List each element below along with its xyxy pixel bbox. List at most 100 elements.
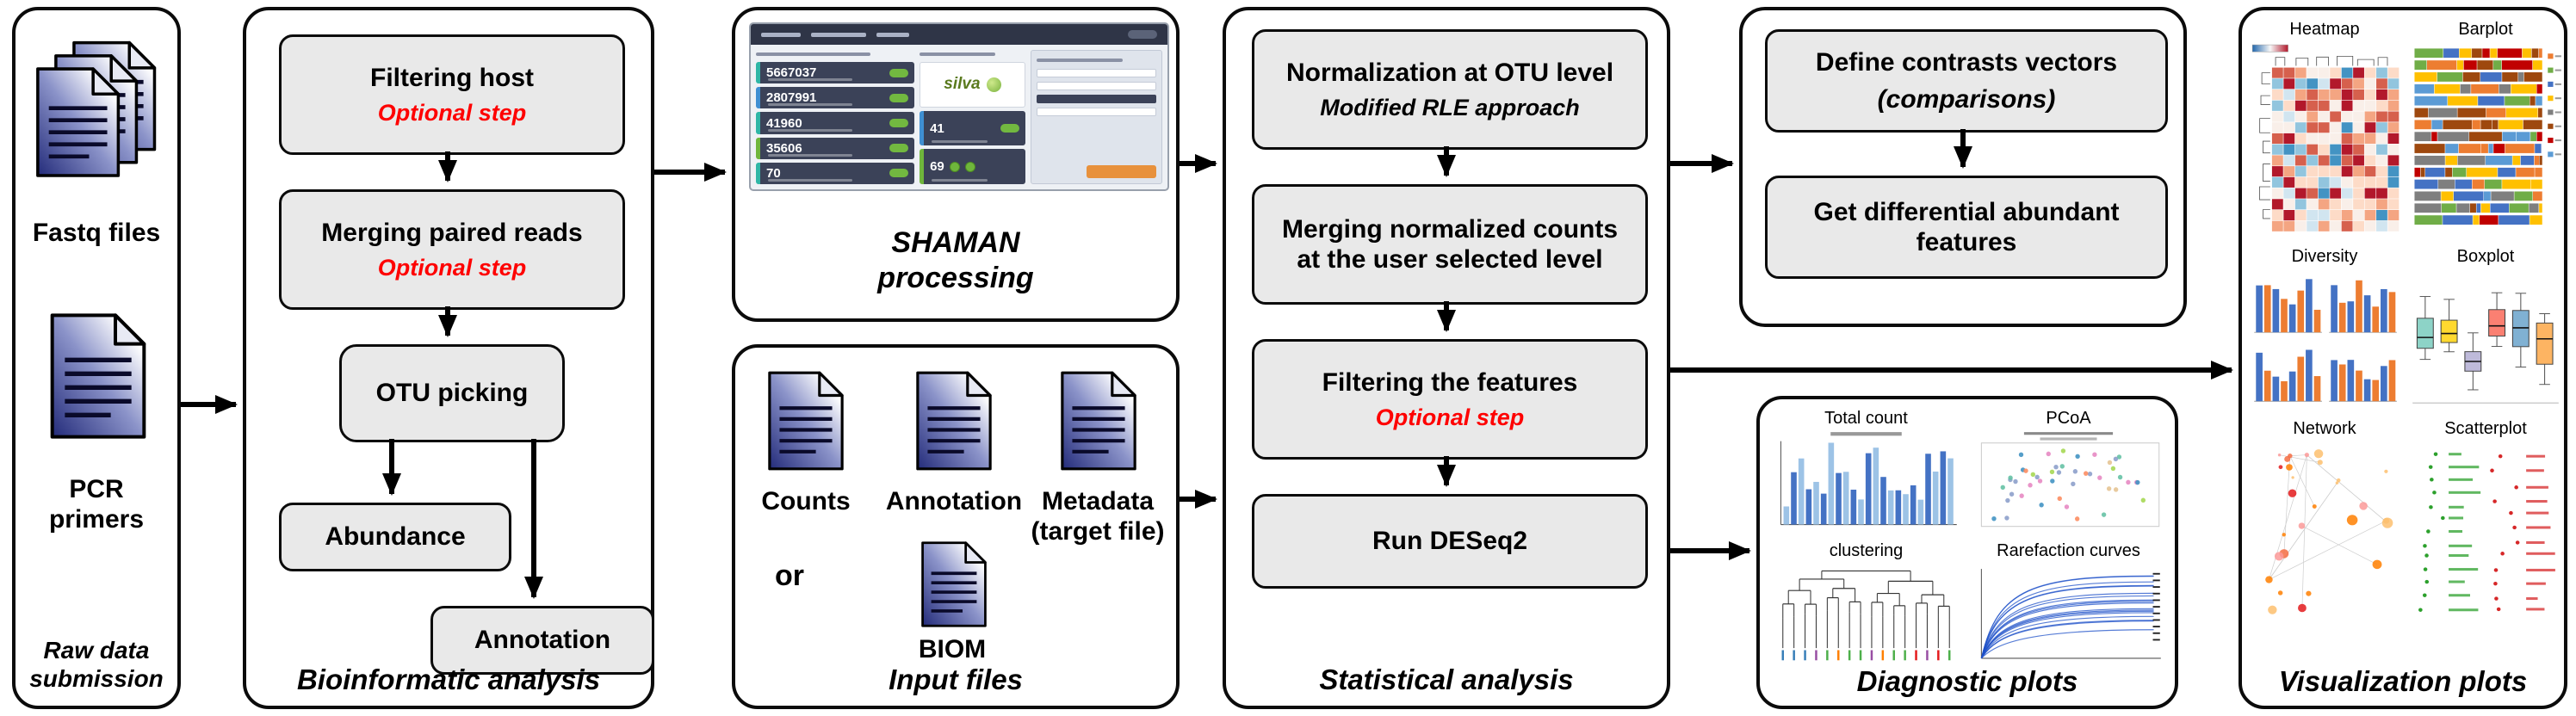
- define-contrasts-label: Define contrasts vectors: [1815, 48, 2118, 77]
- biom-label: BIOM: [918, 635, 987, 664]
- stat-value: 69: [930, 159, 944, 175]
- merging-normalized-label: Merging normalized counts at the user se…: [1281, 214, 1619, 274]
- silva-logo: silva: [920, 62, 1025, 108]
- stat-sublabel-bar: [768, 179, 853, 182]
- panel-input-files: Counts Annotation Metadata (target file)…: [732, 344, 1180, 709]
- pcoa-chart: [1980, 432, 2160, 528]
- metadata-file-icon: [1057, 370, 1140, 472]
- stat-value: 2807991: [766, 90, 817, 106]
- stat-value: 41: [930, 120, 944, 136]
- shaman-settings-column: [1030, 50, 1162, 184]
- fastq-files-icon: [33, 34, 164, 186]
- stat-box: 5667037: [756, 62, 915, 84]
- rle-note: Modified RLE approach: [1320, 95, 1580, 121]
- annotation-label: Annotation: [474, 626, 611, 655]
- column-header: [756, 50, 914, 59]
- annotation-file-label: Annotation: [885, 487, 1023, 515]
- boxplot-chart: [2412, 292, 2559, 404]
- column-header: [1036, 56, 1156, 65]
- stat-badge: [889, 68, 909, 77]
- visualization-caption: Visualization plots: [2278, 665, 2528, 698]
- optional-step-note: Optional step: [1375, 404, 1525, 431]
- stat-value: 5667037: [766, 65, 817, 81]
- plot-title: PCoA: [2046, 409, 2091, 428]
- silva-logo-icon: [986, 77, 1001, 92]
- plot-title: Diversity: [2291, 247, 2358, 266]
- stat-badge: [889, 93, 909, 102]
- statistical-caption: Statistical analysis: [1319, 664, 1574, 696]
- heatmap-chart: [2251, 44, 2400, 231]
- network-chart: [2265, 449, 2393, 614]
- diagnostic-caption: Diagnostic plots: [1856, 665, 2078, 698]
- diagnostic-grid: Total count PCoA clustering Rarefaction …: [1768, 406, 2166, 664]
- total-count-plot: Total count: [1768, 406, 1964, 532]
- diversity-plot: Diversity: [2249, 244, 2400, 410]
- stat-box: 2807991: [756, 87, 915, 109]
- stat-value: 41960: [766, 115, 802, 131]
- nav-menu-bar: [811, 32, 866, 37]
- nav-menu-bar: [761, 32, 801, 37]
- normalization-label: Normalization at OTU level: [1285, 58, 1614, 87]
- fastq-files-label: Fastq files: [32, 219, 161, 247]
- raw-data-caption: Raw data submission: [29, 636, 164, 693]
- run-deseq2-label: Run DESeq2: [1372, 527, 1528, 556]
- plot-title: clustering: [1829, 541, 1904, 560]
- panel-diagnostic-plots: Total count PCoA clustering Rarefaction …: [1756, 396, 2178, 709]
- shaman-caption: SHAMAN processing: [877, 226, 1034, 295]
- stat-sublabel-bar: [932, 178, 988, 182]
- diversity-chart: [2254, 279, 2397, 402]
- merging-normalized-box: Merging normalized counts at the user se…: [1252, 184, 1648, 305]
- nav-menu-bar: [876, 32, 909, 37]
- rarefaction-plot: Rarefaction curves: [1971, 539, 2166, 664]
- scatterplot-chart: [2418, 452, 2555, 612]
- plot-title: Scatterplot: [2444, 419, 2527, 438]
- pcoa-plot: PCoA: [1971, 406, 2166, 532]
- group-stat-box: 69: [920, 149, 1025, 184]
- stat-sublabel-bar: [768, 78, 853, 82]
- pcr-primers-label: PCR primers: [48, 475, 145, 534]
- panel-raw-data: Fastq files PCR primers Raw data submiss…: [12, 7, 181, 709]
- shaman-groups-column: silva 41 69: [920, 50, 1025, 184]
- plot-title: Rarefaction curves: [1997, 541, 2140, 560]
- pcr-primers-icon: [46, 312, 150, 441]
- input-files-caption: Input files: [889, 664, 1023, 696]
- scatterplot-plot: Scatterplot: [2409, 417, 2562, 632]
- annotation-box: Annotation: [430, 606, 654, 675]
- optional-step-note: Optional step: [377, 255, 527, 281]
- stat-value: 35606: [766, 140, 802, 156]
- differential-features-label: Get differential abundant features: [1813, 197, 2120, 256]
- filtering-features-label: Filtering the features: [1322, 367, 1578, 397]
- stat-badge: [889, 119, 909, 127]
- stat-value: 70: [766, 165, 781, 181]
- annotation-file-icon: [913, 370, 995, 472]
- panel-visualization-plots: Heatmap Barplot Diversity Boxplot Networ…: [2239, 7, 2567, 709]
- stat-sublabel-bar: [768, 103, 853, 107]
- submit-button-shape: [1087, 165, 1156, 178]
- abundance-label: Abundance: [325, 522, 466, 552]
- otu-picking-label: OTU picking: [375, 379, 529, 408]
- green-circle-icon: [949, 161, 960, 172]
- heatmap-plot: Heatmap: [2249, 17, 2400, 234]
- network-plot: Network: [2249, 417, 2400, 632]
- biom-file-icon: [918, 540, 990, 628]
- merging-paired-reads-label: Merging paired reads: [321, 218, 583, 247]
- stat-badge: [889, 144, 909, 153]
- metadata-label: Metadata (target file): [1031, 487, 1165, 546]
- counts-label: Counts: [761, 487, 851, 515]
- filtering-host-label: Filtering host: [370, 63, 534, 92]
- merging-paired-reads-box: Merging paired reads Optional step: [279, 189, 625, 310]
- otu-picking-box: OTU picking: [339, 344, 565, 442]
- stat-sublabel-bar: [932, 140, 988, 144]
- comparisons-note: (comparisons): [1877, 84, 2056, 114]
- panel-contrasts: Define contrasts vectors (comparisons) G…: [1739, 7, 2187, 327]
- run-deseq2-box: Run DESeq2: [1252, 494, 1648, 589]
- panel-statistical-analysis: Normalization at OTU level Modified RLE …: [1223, 7, 1670, 709]
- form-row: [1036, 108, 1156, 116]
- stat-sublabel-bar: [768, 128, 853, 132]
- rarefaction-chart: [1980, 569, 2161, 659]
- boxplot-plot: Boxplot: [2409, 244, 2562, 410]
- form-dropdown-row: [1036, 95, 1156, 103]
- plot-title: Total count: [1824, 409, 1908, 428]
- optional-step-note: Optional step: [377, 100, 527, 127]
- bioinformatic-caption: Bioinformatic analysis: [296, 664, 601, 696]
